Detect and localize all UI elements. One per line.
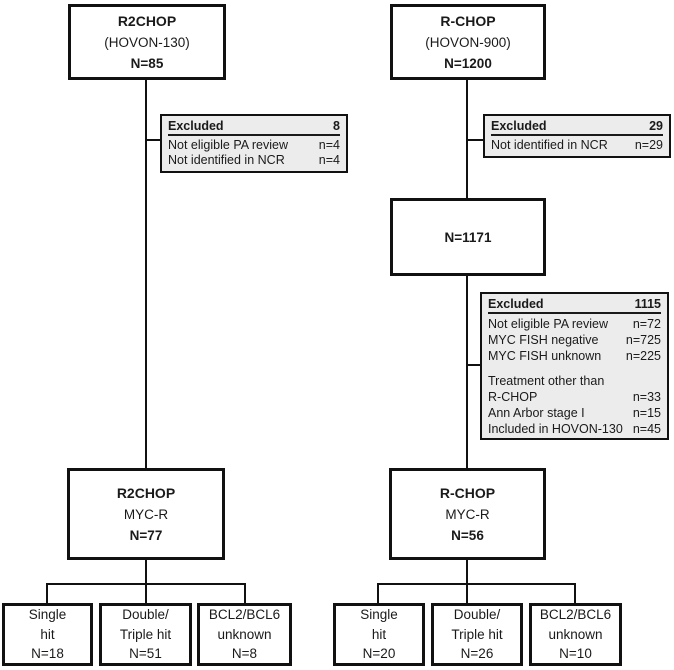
excluded-row-value: n=45 xyxy=(632,422,661,436)
excluded-row-label: Included in HOVON-130 xyxy=(488,422,623,436)
left-excluded-row: Not identified in NCR n=4 xyxy=(168,153,340,168)
excluded-row-label: Treatment other than xyxy=(488,374,605,388)
right-split-connector-line xyxy=(466,560,468,603)
right-lower-connector-line xyxy=(466,276,468,468)
left-enrollment-title: R2CHOP xyxy=(117,12,177,29)
box-line: hit xyxy=(40,626,55,642)
excluded-row-label: R-CHOP xyxy=(488,390,538,404)
excluded-row-label: Ann Arbor stage I xyxy=(488,406,585,420)
right-enrollment-title: R-CHOP xyxy=(440,12,496,29)
right-enrollment-n: N=1200 xyxy=(444,55,492,71)
excluded-row: MYC FISH unknown n=225 xyxy=(488,348,661,364)
right-mycr-subtitle: MYC-R xyxy=(445,506,490,522)
excluded-row: R-CHOP n=33 xyxy=(488,389,661,405)
right-upper-excluded-header: Excluded 29 xyxy=(491,118,663,136)
right-doubletriplehit-box: Double/ Triple hit N=26 xyxy=(431,603,523,666)
right-lower-excluded-header: Excluded 1115 xyxy=(488,296,661,314)
excluded-row-label: Not eligible PA review xyxy=(168,138,288,152)
excluded-row-value: n=72 xyxy=(632,317,661,331)
right-upper-excluded-stub-line xyxy=(468,139,483,141)
box-n: N=8 xyxy=(231,646,258,662)
left-enrollment-n: N=85 xyxy=(130,55,164,71)
box-line: unknown xyxy=(217,626,272,642)
left-split-connector-line xyxy=(145,560,147,603)
right-bcl-unknown-box: BCL2/BCL6 unknown N=10 xyxy=(529,603,622,666)
box-n: N=26 xyxy=(460,646,494,662)
excluded-header-value: 1115 xyxy=(634,297,661,311)
box-line: Triple hit xyxy=(451,626,503,642)
right-mycr-title: R-CHOP xyxy=(439,484,496,501)
excluded-row-value: n=4 xyxy=(318,153,340,167)
right-lower-excluded-box: Excluded 1115 Not eligible PA review n=7… xyxy=(480,292,669,440)
excluded-row-label: Not identified in NCR xyxy=(168,153,285,167)
excluded-row: MYC FISH negative n=725 xyxy=(488,332,661,348)
excluded-group-spacer xyxy=(488,364,661,373)
excluded-row: Not eligible PA review n=72 xyxy=(488,316,661,332)
left-bcl-unknown-box: BCL2/BCL6 unknown N=8 xyxy=(197,603,292,666)
right-mycr-box: R-CHOP MYC-R N=56 xyxy=(389,468,546,560)
right-branch-bar-line xyxy=(377,583,576,585)
excluded-row: Ann Arbor stage I n=15 xyxy=(488,405,661,421)
left-mycr-box: R2CHOP MYC-R N=77 xyxy=(67,468,225,560)
left-enrollment-box: R2CHOP (HOVON-130) N=85 xyxy=(68,4,226,80)
right-branch-stub-line xyxy=(574,583,576,603)
left-mycr-title: R2CHOP xyxy=(116,484,176,501)
box-line: BCL2/BCL6 xyxy=(539,607,612,623)
left-excluded-header-label: Excluded xyxy=(168,119,224,133)
box-line: Single xyxy=(360,607,398,623)
right-branch-stub-line xyxy=(377,583,379,603)
right-upper-connector-line xyxy=(466,80,468,198)
right-mycr-n: N=56 xyxy=(451,527,484,543)
right-interim-n: N=1171 xyxy=(444,229,492,245)
excluded-row: Included in HOVON-130 n=45 xyxy=(488,421,661,437)
left-mycr-subtitle: MYC-R xyxy=(123,506,169,522)
excluded-row-label: MYC FISH unknown xyxy=(488,349,602,363)
left-enrollment-subtitle: (HOVON-130) xyxy=(104,34,190,50)
left-branch-bar-line xyxy=(46,583,246,585)
excluded-row-label: MYC FISH negative xyxy=(488,333,599,347)
excluded-row: Treatment other than xyxy=(488,373,661,389)
left-main-connector-line xyxy=(145,80,147,468)
excluded-row-label: Not eligible PA review xyxy=(488,317,608,331)
box-line: Triple hit xyxy=(119,626,172,642)
left-branch-stub-line xyxy=(46,583,48,603)
left-excluded-row: Not eligible PA review n=4 xyxy=(168,138,340,153)
excluded-row-value: n=29 xyxy=(634,138,663,152)
left-doubletriplehit-box: Double/ Triple hit N=51 xyxy=(99,603,192,666)
box-n: N=10 xyxy=(559,646,592,662)
left-mycr-n: N=77 xyxy=(129,527,163,543)
box-n: N=51 xyxy=(129,646,162,662)
right-enrollment-box: R-CHOP (HOVON-900) N=1200 xyxy=(390,4,546,80)
left-excluded-stub-line xyxy=(147,139,160,141)
excluded-header-label: Excluded xyxy=(488,297,544,311)
box-line: unknown xyxy=(548,626,603,642)
right-enrollment-subtitle: (HOVON-900) xyxy=(425,34,511,50)
box-line: Single xyxy=(28,607,67,623)
left-singlehit-box: Single hit N=18 xyxy=(2,603,93,666)
right-singlehit-box: Single hit N=20 xyxy=(333,603,425,666)
left-excluded-box: Excluded 8 Not eligible PA review n=4 No… xyxy=(160,114,348,173)
left-branch-stub-line xyxy=(244,583,246,603)
box-line: Double/ xyxy=(122,607,169,623)
right-interim-box: N=1171 xyxy=(390,198,546,276)
right-lower-excluded-stub-line xyxy=(468,364,480,366)
box-n: N=20 xyxy=(362,646,396,662)
box-line: hit xyxy=(371,626,387,642)
excluded-row: Not identified in NCR n=29 xyxy=(491,138,663,153)
excluded-row-value: n=33 xyxy=(632,390,661,404)
excluded-header-value: 29 xyxy=(649,119,663,133)
left-excluded-header-value: 8 xyxy=(333,119,340,133)
excluded-row-label: Not identified in NCR xyxy=(491,138,608,152)
box-line: BCL2/BCL6 xyxy=(208,607,281,623)
excluded-row-value: n=15 xyxy=(632,406,661,420)
excluded-row-value: n=4 xyxy=(318,138,340,152)
excluded-row-value: n=225 xyxy=(625,349,661,363)
excluded-header-label: Excluded xyxy=(491,119,547,133)
box-line: Double/ xyxy=(453,607,501,623)
excluded-row-value: n=725 xyxy=(625,333,661,347)
box-n: N=18 xyxy=(31,646,64,662)
left-excluded-header: Excluded 8 xyxy=(168,118,340,136)
right-upper-excluded-box: Excluded 29 Not identified in NCR n=29 xyxy=(483,114,671,158)
